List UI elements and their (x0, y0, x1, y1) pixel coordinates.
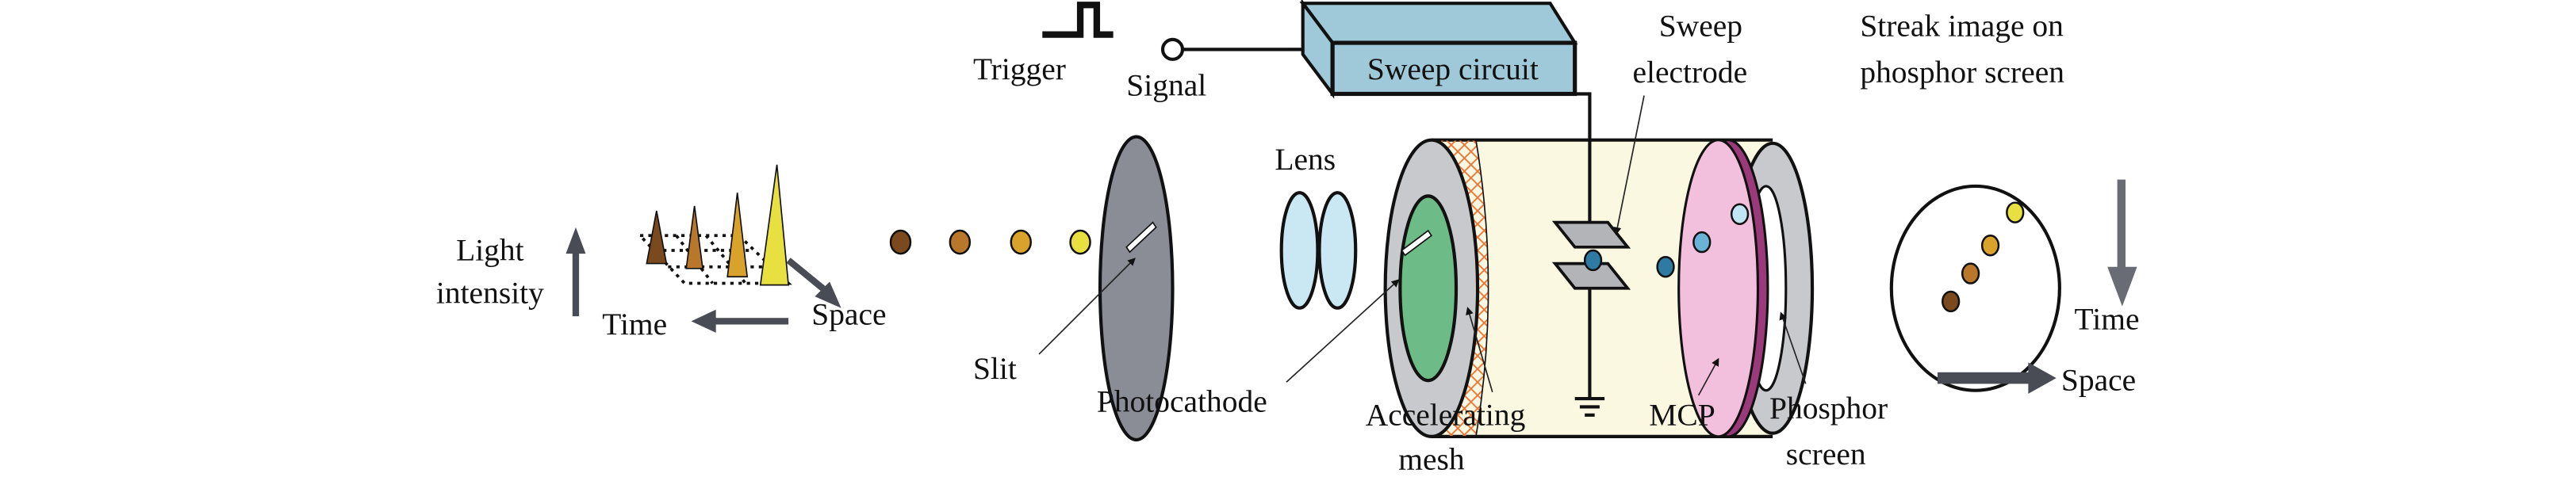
input-light-pulses: Light intensity Time Space (436, 164, 887, 342)
lens-label: Lens (1275, 142, 1336, 177)
electron-dot (1730, 203, 1750, 225)
photon-dot (1069, 229, 1091, 255)
streak-dot (2006, 201, 2025, 223)
sweep-electrode-pointer (1613, 95, 1645, 235)
sweep-circuit-label: Sweep circuit (1367, 52, 1539, 86)
electron-dot (1583, 249, 1603, 272)
sweep-label: Sweep (1659, 9, 1742, 44)
right-arrow-icon (1938, 362, 2057, 394)
signal-label: Signal (1126, 68, 1206, 103)
photon-dot (889, 229, 912, 255)
phosphor-label: Phosphor (1769, 391, 1888, 426)
down-arrow-icon (2107, 179, 2137, 307)
photon-dots (889, 229, 1091, 255)
slit-opening (1125, 221, 1157, 254)
photon-dot (949, 229, 972, 255)
slit-label: Slit (973, 351, 1017, 386)
streak-dot (1942, 290, 1961, 313)
sweep-electrode-upper (1551, 220, 1631, 249)
lens-2 (1317, 191, 1358, 310)
space-label-left: Space (811, 297, 886, 332)
ground-icon (1574, 396, 1605, 417)
peak-1 (646, 210, 668, 265)
lens-1 (1279, 191, 1320, 310)
mcp-disc (1677, 139, 1760, 438)
sweep-circuit-box: Sweep circuit (1299, 0, 1578, 99)
screen-label: screen (1786, 437, 1866, 471)
mesh-pointer (1466, 307, 1493, 392)
mesh-label: mesh (1398, 441, 1465, 476)
slit-disc (1098, 135, 1175, 442)
peak-2 (685, 205, 703, 269)
space-label-right: Space (2061, 363, 2136, 398)
trigger-label: Trigger (973, 52, 1066, 86)
mcp-pointer (1697, 357, 1719, 396)
intensity-label: intensity (436, 275, 544, 310)
streak-dot (1961, 262, 1980, 284)
time-label-left: Time (602, 307, 667, 342)
streak-dot (1980, 235, 2000, 257)
photocathode-disc (1398, 194, 1459, 383)
left-arrow-icon (691, 309, 789, 333)
slit-pointer (1038, 258, 1136, 355)
streak-image-title-line2: phosphor screen (1860, 55, 2064, 90)
peak-4 (759, 164, 790, 286)
electron-dot (1656, 256, 1675, 278)
phosphor-screen-view (1889, 184, 2061, 392)
peak-3 (726, 193, 749, 278)
photon-dot (1010, 229, 1032, 255)
light-label: Light (456, 232, 524, 267)
up-arrow-icon (565, 227, 586, 317)
signal-terminal-icon (1160, 37, 1185, 61)
accelerating-label: Accelerating (1366, 397, 1526, 432)
photocathode-slit-image (1401, 229, 1432, 257)
streak-tube (1383, 92, 1815, 438)
photocathode-pointer (1286, 279, 1400, 383)
electron-dot (1692, 231, 1712, 254)
time-label-right: Time (2075, 302, 2140, 337)
mcp-label: MCP (1649, 397, 1715, 432)
electrode-label: electrode (1632, 55, 1747, 90)
trigger-pulse-icon (1042, 2, 1114, 38)
phosphor-pointer (1779, 311, 1807, 384)
photocathode-label: Photocathode (1097, 384, 1267, 419)
diagonal-arrow-icon (786, 258, 841, 308)
streak-image-title-line1: Streak image on (1860, 9, 2064, 44)
